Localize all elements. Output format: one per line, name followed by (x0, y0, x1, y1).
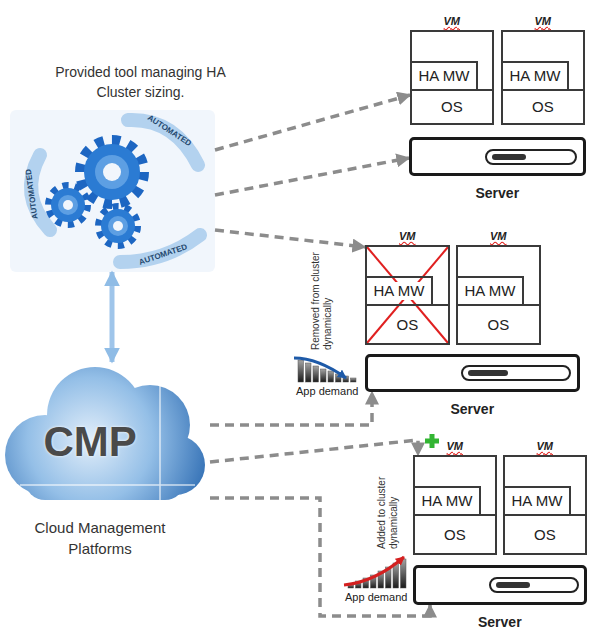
gear-arc-label: AUTOMATED (23, 168, 40, 219)
middleware-box: HA MW (365, 276, 433, 306)
middleware-label: HA MW (511, 492, 564, 510)
gear (49, 186, 87, 224)
vm-label: VM (447, 440, 464, 453)
sync-arrow (110, 272, 115, 362)
middleware-box: HA MW (410, 61, 478, 91)
remove-cross (367, 247, 448, 343)
platform-caption: Cloud Management Platforms (5, 517, 195, 559)
cross-line (367, 247, 448, 343)
middleware-label: HA MW (509, 67, 562, 85)
trend-arrow (294, 358, 346, 378)
chart-bar (401, 559, 407, 588)
chart-bar (321, 369, 327, 382)
chart-bar (328, 371, 334, 382)
chart-bar (298, 360, 304, 382)
middleware-box: HA MW (456, 276, 524, 306)
control-arrow (215, 158, 409, 195)
server-box: Server (413, 565, 587, 605)
server-label: Server (478, 614, 522, 631)
virtual-machine-box: VMOSHA MW (456, 245, 541, 345)
drive-slot (462, 366, 570, 380)
os-label: OS (532, 526, 558, 544)
middleware-label: HA MW (464, 282, 517, 300)
gear-hole (113, 221, 123, 231)
gear-background (10, 110, 215, 272)
status-note: Removed from cluster dynamically (310, 250, 334, 350)
gear (99, 207, 137, 245)
gear-hole (103, 163, 121, 181)
middleware-box: HA MW (413, 486, 481, 516)
server-label: Server (451, 401, 495, 418)
gear-hole (63, 200, 73, 210)
os-label: OS (442, 526, 468, 544)
os-label: OS (530, 98, 556, 116)
gear-teeth (49, 186, 87, 224)
platform-name: CMP (44, 419, 137, 465)
middleware-box: HA MW (503, 486, 571, 516)
drive-light (492, 154, 526, 160)
control-arrow (210, 392, 372, 425)
server-slots (462, 150, 578, 592)
vm-label: VM (535, 15, 552, 28)
chart-caption: App demand (296, 385, 358, 398)
cloud-platform: CMPCloud Management Platforms (5, 362, 210, 505)
control-arrow (215, 95, 410, 150)
tool-caption: Provided tool managing HA Cluster sizing… (48, 62, 233, 102)
middleware-box: HA MW (501, 61, 569, 91)
chart-bar (306, 363, 312, 382)
virtual-machine-box: VMOSHA MW (413, 455, 497, 555)
vm-label: VM (444, 15, 461, 28)
puzzle-seam (20, 372, 195, 500)
vm-label: VM (537, 440, 554, 453)
chart-bar (351, 378, 357, 382)
server-label: Server (476, 185, 520, 202)
gear-illustration (10, 110, 215, 272)
gear-teeth (81, 141, 143, 203)
drive-light (468, 370, 508, 376)
demand-chart-falling (298, 360, 356, 382)
drive-slot (490, 578, 578, 592)
status-note: Added to cluster dynamically (376, 457, 400, 549)
cloud-illustration (5, 367, 205, 500)
virtual-machine-box: VMOSHA MW (365, 245, 450, 345)
server-box: Server (409, 137, 586, 176)
chart-caption: App demand (345, 591, 407, 604)
cross-line (367, 247, 448, 343)
virtual-machine-box: VMOSHA MW (503, 455, 587, 555)
gear-body (51, 188, 85, 222)
gear (81, 141, 143, 203)
drive-slot (486, 150, 576, 164)
chart-bar (313, 366, 319, 382)
gear-body (101, 209, 135, 243)
plus-bar (430, 434, 435, 448)
control-arrow (215, 230, 365, 247)
os-label: OS (395, 316, 421, 334)
os-label: OS (486, 316, 512, 334)
vm-label: VM (399, 230, 416, 243)
vm-label: VM (490, 230, 507, 243)
os-label: OS (439, 98, 465, 116)
gear-ring (108, 216, 128, 236)
middleware-label: HA MW (421, 492, 474, 510)
gear-body (84, 144, 140, 200)
virtual-machine-box: VMOSHA MW (410, 30, 494, 125)
server-box: Server (365, 354, 580, 392)
gear-ring (95, 155, 129, 189)
virtual-machine-box: VMOSHA MW (501, 30, 585, 125)
trend-arrow (344, 557, 404, 585)
gear-ring (58, 195, 78, 215)
drive-light (496, 582, 530, 588)
middleware-label: HA MW (373, 282, 426, 300)
gear-arc-label: AUTOMATED (137, 242, 188, 268)
control-arrow (210, 440, 418, 462)
add-sign (425, 434, 439, 448)
gear-arc-label: AUTOMATED (145, 113, 193, 149)
middleware-label: HA MW (418, 67, 471, 85)
gear-teeth (99, 207, 137, 245)
